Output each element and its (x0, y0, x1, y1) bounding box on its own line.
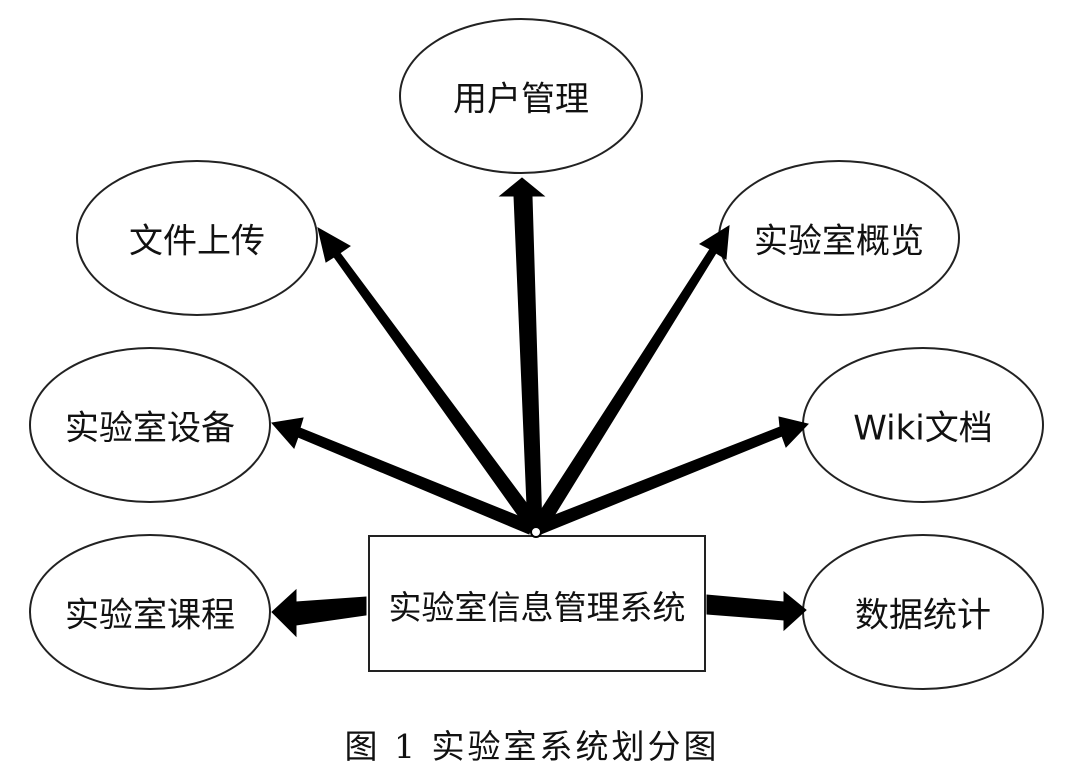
node-label-lab-equipment: 实验室设备 (65, 408, 235, 449)
node-label-user-management: 用户管理 (453, 79, 589, 120)
arrow-lab-overview (531, 225, 730, 533)
node-ellipse-lab-courses (29, 534, 271, 690)
arrow-user-management (498, 177, 546, 531)
node-ellipse-file-upload (76, 160, 318, 316)
node-label-data-statistics: 数据统计 (855, 595, 991, 636)
arrow-hub (530, 526, 542, 538)
arrow-data-statistics (706, 590, 807, 632)
figure-caption: 图 1 实验室系统划分图 (344, 727, 720, 766)
arrow-lab-equipment (271, 417, 534, 535)
node-label-wiki-docs: Wiki文档 (853, 408, 993, 449)
arrow-wiki-docs (536, 416, 809, 535)
node-ellipse-user-management (399, 18, 643, 174)
node-ellipse-lab-equipment (29, 347, 271, 503)
arrow-file-upload (317, 227, 543, 533)
node-label-file-upload: 文件上传 (129, 221, 265, 262)
center-system-label: 实验室信息管理系统 (388, 588, 686, 627)
node-label-lab-courses: 实验室课程 (65, 595, 235, 636)
arrow-lab-courses (271, 588, 367, 638)
node-label-lab-overview: 实验室概览 (754, 221, 924, 262)
center-system-box (368, 535, 706, 672)
